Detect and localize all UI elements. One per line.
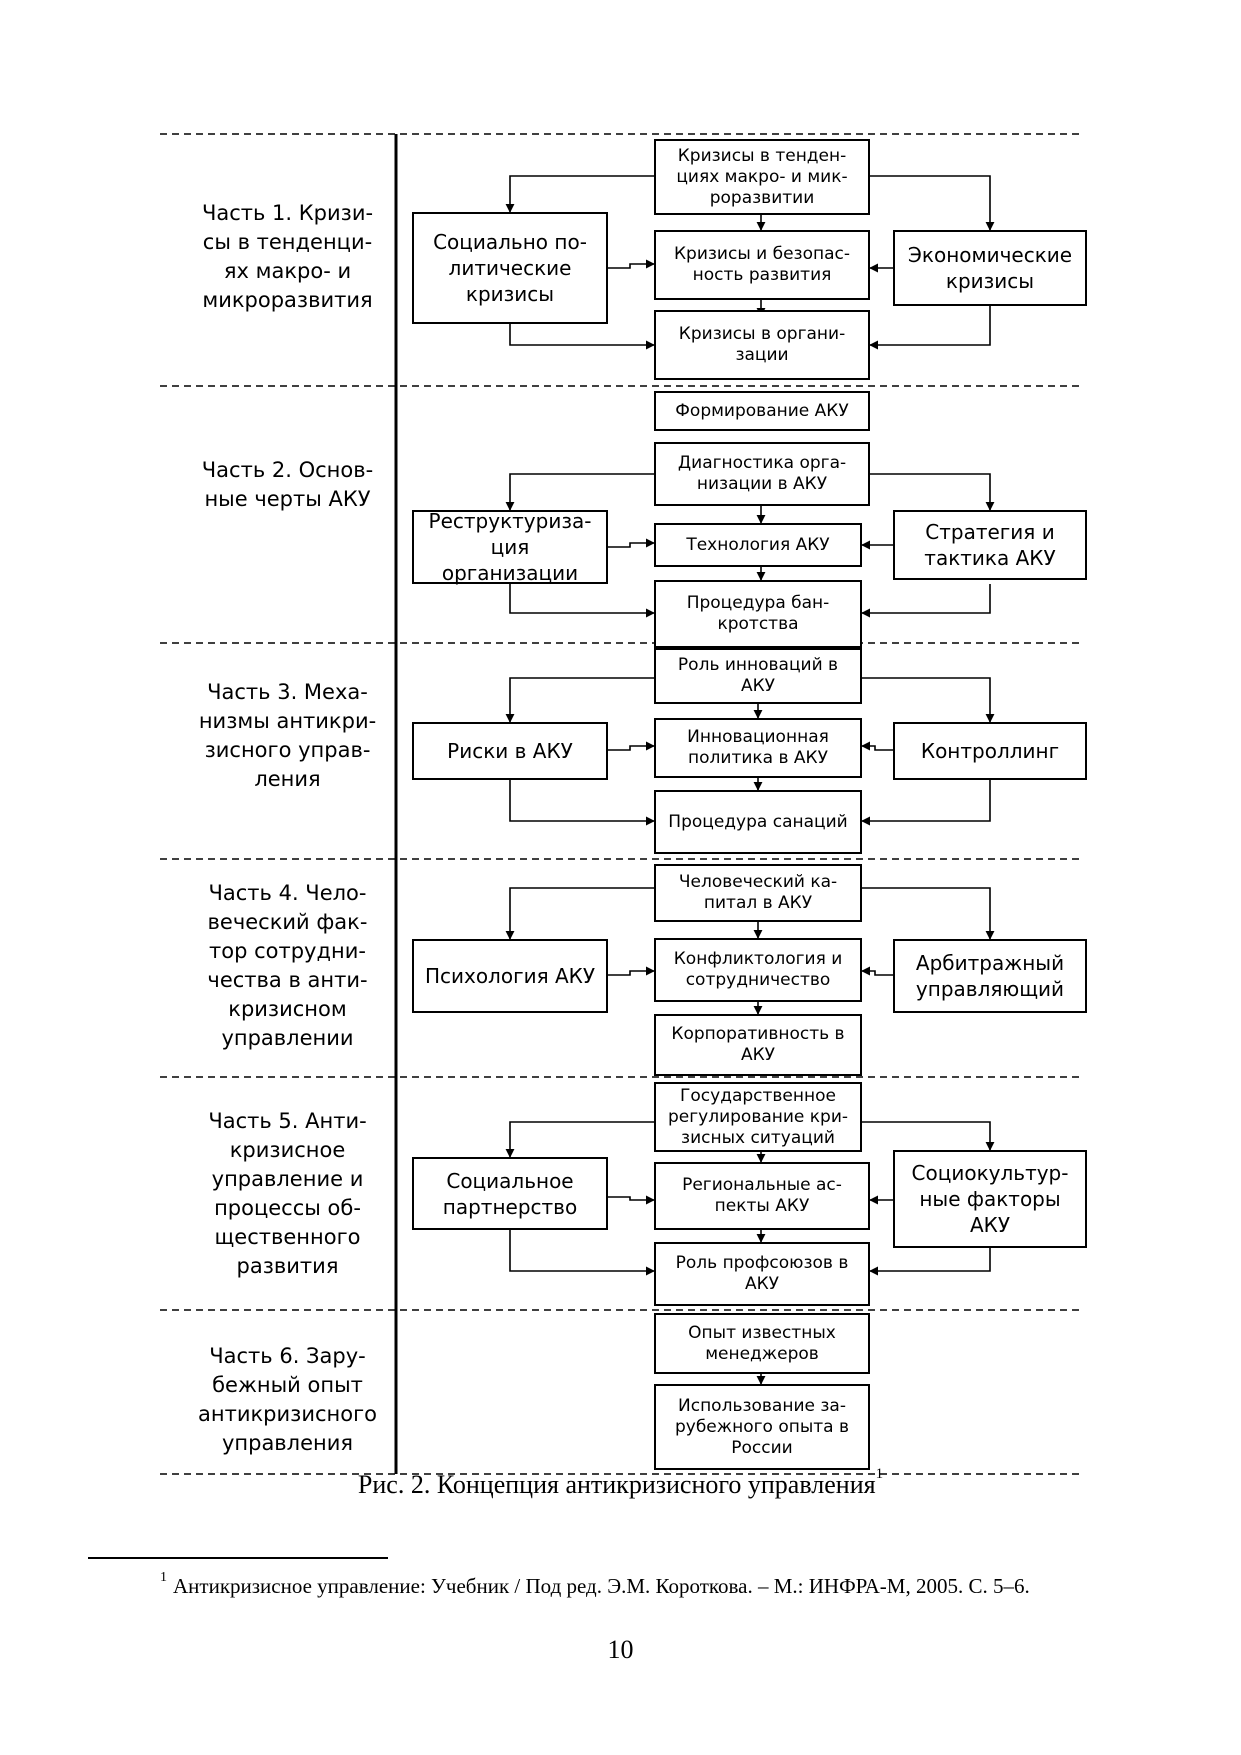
box-state-regulation: Государственное регулирование кри- зисны… <box>654 1082 862 1152</box>
box-crises-macro-micro: Кризисы в тенден- циях макро- и мик- рор… <box>654 139 870 215</box>
part-4-title: Часть 4. Чело- веческий фак- тор сотрудн… <box>207 881 368 1050</box>
part-1-title: Часть 1. Кризи- сы в тенденци- ях макро-… <box>201 201 374 312</box>
box-aku-formation: Формирование АКУ <box>654 391 870 431</box>
box-innovation-policy: Инновационная политика в АКУ <box>654 718 862 778</box>
box-controlling: Контроллинг <box>893 722 1087 780</box>
box-crises-security: Кризисы и безопас- ность развития <box>654 230 870 300</box>
box-crises-organization: Кризисы в органи- зации <box>654 310 870 380</box>
box-psychology: Психология АКУ <box>412 939 608 1013</box>
caption-text: Рис. 2. Концепция антикризисного управле… <box>357 1470 876 1499</box>
box-regional-aspects: Региональные ас- пекты АКУ <box>654 1162 870 1230</box>
footnote-text: Антикризисное управление: Учебник / Под … <box>173 1574 1030 1598</box>
connector-arrows <box>505 175 995 1385</box>
box-bankruptcy-procedure: Процедура бан- кротства <box>654 580 862 648</box>
part-6-title: Часть 6. Зару- бежный опыт антикризисног… <box>198 1344 377 1455</box>
box-conflictology: Конфликтология и сотрудничество <box>654 938 862 1002</box>
box-foreign-experience: Использование за- рубежного опыта в Росс… <box>654 1384 870 1470</box>
page-number: 10 <box>607 1635 634 1664</box>
box-sanation-procedure: Процедура санаций <box>654 790 862 854</box>
footnote: 1 Антикризисное управление: Учебник / Под… <box>160 1570 1030 1599</box>
box-arbitration-manager: Арбитражный управляющий <box>893 939 1087 1013</box>
box-diagnostics: Диагностика орга- низации в АКУ <box>654 442 870 506</box>
box-corporativeness: Корпоративность в АКУ <box>654 1014 862 1076</box>
box-social-partnership: Социальное партнерство <box>412 1157 608 1230</box>
box-aku-technology: Технология АКУ <box>654 523 862 567</box>
box-innovation-role: Роль инноваций в АКУ <box>654 648 862 704</box>
box-strategy-tactics: Стратегия и тактика АКУ <box>893 510 1087 580</box>
part-5-title: Часть 5. Анти- кризисное управление и пр… <box>208 1109 367 1278</box>
footnote-mark: 1 <box>160 1570 167 1585</box>
figure-caption: Рис. 2. Концепция антикризисного управле… <box>0 1466 1241 1500</box>
box-trade-unions-role: Роль профсоюзов в АКУ <box>654 1242 870 1306</box>
box-restructuring: Реструктуриза- ция организации <box>412 509 608 585</box>
box-sociocultural-factors: Социокультур- ные факторы АКУ <box>893 1150 1087 1248</box>
box-risks: Риски в АКУ <box>412 722 608 780</box>
part-3-title: Часть 3. Меха- низмы антикри- зисного уп… <box>198 680 377 791</box>
box-economic-crises: Экономические кризисы <box>893 230 1087 306</box>
box-human-capital: Человеческий ка- питал в АКУ <box>654 864 862 922</box>
footnote-rule <box>88 1557 388 1559</box>
part-2-title: Часть 2. Основ- ные черты АКУ <box>201 458 374 511</box>
box-managers-experience: Опыт известных менеджеров <box>654 1313 870 1374</box>
section-dividers <box>160 133 1082 1475</box>
box-socio-political-crises: Социально по- литические кризисы <box>412 212 608 324</box>
caption-footnote-ref: 1 <box>875 1466 884 1482</box>
